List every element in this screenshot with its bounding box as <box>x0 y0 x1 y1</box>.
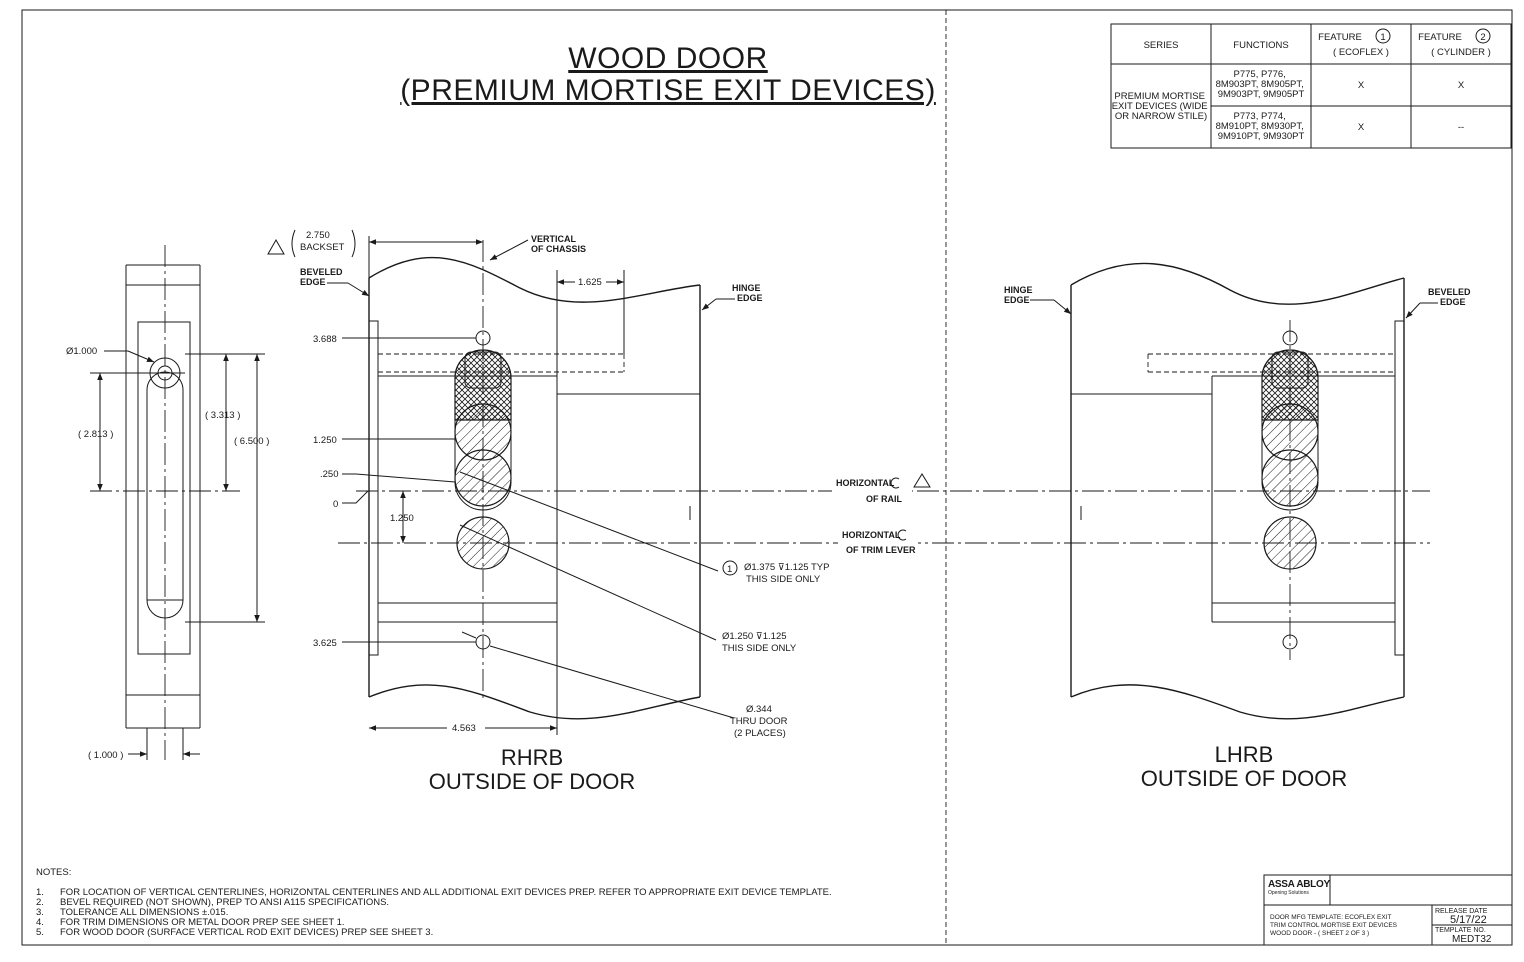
lhrb-beveled-label: BEVELED <box>1428 287 1471 297</box>
lhrb-caption-2: OUTSIDE OF DOOR <box>1141 766 1348 791</box>
table-header-feature-2: FEATURE <box>1418 32 1462 43</box>
template-no: MEDT32 <box>1452 934 1492 945</box>
dim-1250-upper: 1.250 <box>313 435 337 446</box>
center-labels: HORIZONTAL OF RAIL HORIZONTAL OF TRIM LE… <box>832 473 1082 556</box>
note-item-1: FOR LOCATION OF VERTICAL CENTERLINES, HO… <box>60 887 832 898</box>
backset-value: 2.750 <box>306 230 330 241</box>
callout-2-line-a: Ø1.250 ⊽1.125 <box>722 631 787 642</box>
dim-3688: 3.688 <box>313 334 337 345</box>
note-item-3: TOLERANCE ALL DIMENSIONS ±.015. <box>60 907 228 918</box>
title-block: ASSA ABLOY Opening Solutions DOOR MFG TE… <box>1263 874 1513 946</box>
callout-1-line-a: Ø1.375 ⊽1.125 TYP <box>744 562 829 573</box>
company-sub: Opening Solutions <box>1268 890 1309 896</box>
notes-heading: NOTES: <box>36 867 71 878</box>
note-number-3: 3. <box>36 907 44 918</box>
horizontal-rail-label-2: OF RAIL <box>866 494 902 504</box>
table-header-feature-1-sub: ( ECOFLEX ) <box>1333 47 1389 58</box>
feature-2-number: 2 <box>1480 32 1485 43</box>
dim-2813: ( 2.813 ) <box>78 429 113 440</box>
table-row-2-functions: P773, P774, 8M910PT, 8M930PT, 9M910PT, 9… <box>1216 111 1307 142</box>
note-item-4: FOR TRIM DIMENSIONS OR METAL DOOR PREP S… <box>60 917 345 928</box>
release-date: 5/17/22 <box>1450 914 1487 926</box>
table-header-functions: FUNCTIONS <box>1233 40 1288 51</box>
note-number-4: 4. <box>36 917 44 928</box>
callout-1-number: 1 <box>727 564 732 575</box>
table-row-1-feature-2: X <box>1458 80 1465 91</box>
rhrb-hinge-label: HINGE <box>732 283 761 293</box>
note-item-2: BEVEL REQUIRED (NOT SHOWN), PREP TO ANSI… <box>60 897 389 908</box>
dim-3625: 3.625 <box>313 638 337 649</box>
vertical-cl-label: VERTICAL <box>531 234 577 244</box>
feature-1-number: 1 <box>1380 32 1385 43</box>
notes-block: NOTES: 1. FOR LOCATION OF VERTICAL CENTE… <box>36 867 832 938</box>
horizontal-trim-label: HORIZONTAL <box>842 530 901 540</box>
lhrb-beveled-label-2: EDGE <box>1440 297 1466 307</box>
dim-0: 0 <box>333 499 338 510</box>
horizontal-rail-label: HORIZONTAL <box>836 478 895 488</box>
lhrb-view: HINGE EDGE BEVELED EDGE LHRB OUTSIDE OF … <box>1004 262 1471 791</box>
note-number-1: 1. <box>36 887 44 898</box>
rhrb-caption-2: OUTSIDE OF DOOR <box>429 769 636 794</box>
table-row-1-functions: P775, P776, 8M903PT, 8M905PT, 9M903PT, 9… <box>1216 69 1307 100</box>
note-number-2: 2. <box>36 897 44 908</box>
edge-view: Ø1.000 ( 2.813 ) ( 3.313 ) ( 6.500 ) ( 1… <box>66 245 269 761</box>
lhrb-hinge-label-2: EDGE <box>1004 295 1030 305</box>
vertical-cl-label-2: OF CHASSIS <box>531 244 586 254</box>
template-no-label: TEMPLATE NO. <box>1435 927 1486 934</box>
release-date-label: RELEASE DATE <box>1435 908 1488 915</box>
dim-6500: ( 6.500 ) <box>234 436 269 447</box>
horizontal-trim-label-2: OF TRIM LEVER <box>846 545 916 555</box>
dim-diameter-1000: Ø1.000 <box>66 346 97 357</box>
callout-2-line-b: THIS SIDE ONLY <box>722 643 797 654</box>
page-title: WOOD DOOR <box>568 42 768 75</box>
callout-3-line-c: (2 PLACES) <box>734 728 786 739</box>
company-logo: ASSA ABLOY <box>1268 879 1330 890</box>
table-header-feature-2-sub: ( CYLINDER ) <box>1431 47 1491 58</box>
rhrb-beveled-label-2: EDGE <box>300 277 326 287</box>
callout-3-line-b: THRU DOOR <box>730 716 788 727</box>
backset-label: BACKSET <box>300 242 345 253</box>
note-item-5: FOR WOOD DOOR (SURFACE VERTICAL ROD EXIT… <box>60 927 433 938</box>
title-block-desc: DOOR MFG TEMPLATE: ECOFLEX EXIT TRIM CON… <box>1270 914 1399 937</box>
dim-1625: 1.625 <box>578 277 602 288</box>
rhrb-view: 2.750 BACKSET VERTICAL OF CHASSIS BEVELE… <box>267 229 829 794</box>
rhrb-caption: RHRB <box>501 745 563 770</box>
lhrb-caption: LHRB <box>1215 742 1274 767</box>
table-series-cell: PREMIUM MORTISE EXIT DEVICES (WIDE OR NA… <box>1112 91 1211 122</box>
dim-4563: 4.563 <box>452 723 476 734</box>
dim-1000: ( 1.000 ) <box>88 750 123 761</box>
note-number-5: 5. <box>36 927 44 938</box>
rhrb-beveled-label: BEVELED <box>300 267 343 277</box>
sheet-border <box>21 9 1513 946</box>
table-header-series: SERIES <box>1144 40 1179 51</box>
callout-1-line-b: THIS SIDE ONLY <box>746 574 821 585</box>
table-header-feature-1: FEATURE <box>1318 32 1362 43</box>
dim-250: .250 <box>320 469 339 480</box>
rhrb-hinge-label-2: EDGE <box>737 293 763 303</box>
page-subtitle: (PREMIUM MORTISE EXIT DEVICES) <box>400 74 936 107</box>
table-row-2-feature-2: -- <box>1458 122 1464 133</box>
lhrb-hinge-label: HINGE <box>1004 285 1033 295</box>
dim-1250-lower: 1.250 <box>390 513 414 524</box>
callout-3-line-a: Ø.344 <box>746 704 772 715</box>
dim-3313: ( 3.313 ) <box>205 410 240 421</box>
feature-table: SERIES FUNCTIONS FEATURE 1 ( ECOFLEX ) F… <box>1110 23 1512 149</box>
table-row-2-feature-1: X <box>1358 122 1365 133</box>
table-row-1-feature-1: X <box>1358 80 1365 91</box>
